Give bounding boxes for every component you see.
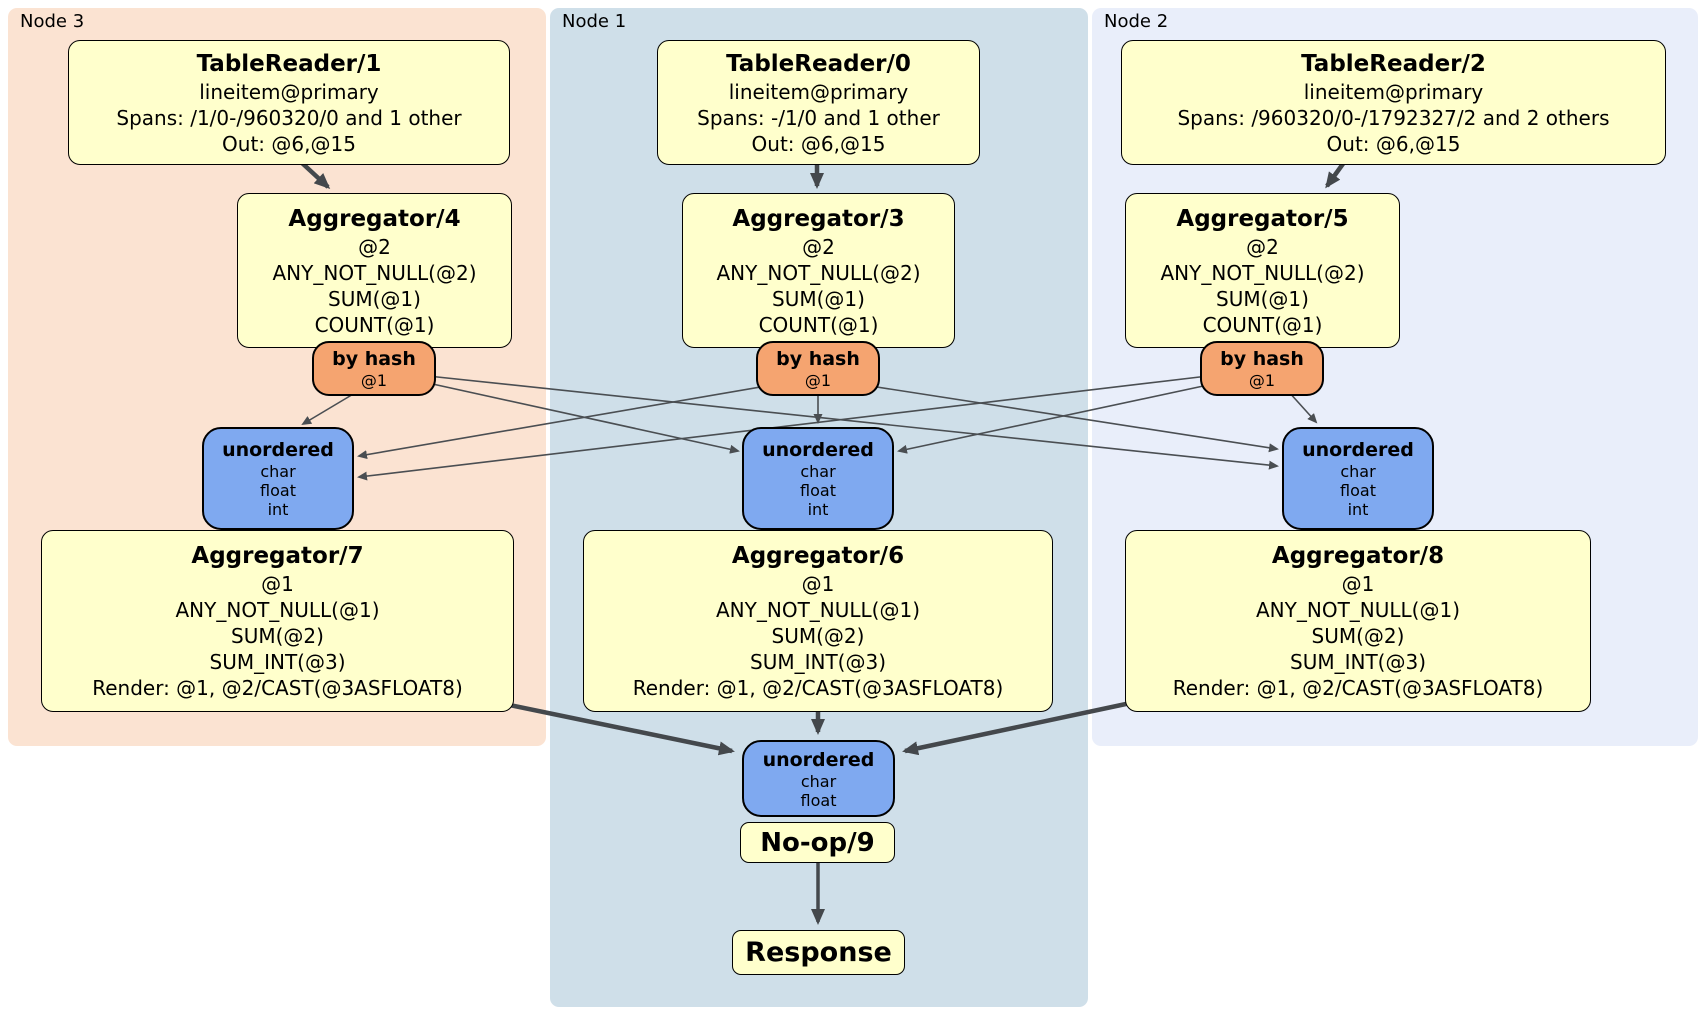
node2-label: Node 2 [1104, 11, 1169, 32]
box-tablereader-1: TableReader/1 lineitem@primary Spans: /1… [68, 40, 510, 165]
router-by-hash-node3: by hash @1 [312, 341, 436, 396]
sync-unordered-node1: unordered char float int [742, 427, 894, 530]
box-title: Aggregator/8 [1271, 543, 1445, 569]
box-title: Aggregator/3 [732, 205, 905, 232]
sync-unordered-node3: unordered char float int [202, 427, 354, 530]
box-tablereader-2: TableReader/2 lineitem@primary Spans: /9… [1121, 40, 1666, 165]
box-aggregator-3: Aggregator/3 @2 ANY_NOT_NULL(@2) SUM(@1)… [682, 193, 955, 348]
box-aggregator-5: Aggregator/5 @2 ANY_NOT_NULL(@2) SUM(@1)… [1125, 193, 1400, 348]
router-by-hash-node2: by hash @1 [1200, 341, 1324, 396]
box-aggregator-4: Aggregator/4 @2 ANY_NOT_NULL(@2) SUM(@1)… [237, 193, 512, 348]
node1-label: Node 1 [562, 11, 627, 32]
box-title: TableReader/2 [1301, 50, 1486, 77]
box-title: TableReader/1 [196, 50, 382, 77]
box-title: TableReader/0 [726, 50, 911, 77]
box-tablereader-0: TableReader/0 lineitem@primary Spans: -/… [657, 40, 980, 165]
box-title: Aggregator/4 [288, 205, 461, 232]
box-aggregator-8: Aggregator/8 @1 ANY_NOT_NULL(@1) SUM(@2)… [1125, 530, 1591, 712]
sync-unordered-node2: unordered char float int [1282, 427, 1434, 530]
node3-label: Node 3 [20, 11, 85, 32]
box-title: Aggregator/5 [1176, 205, 1349, 232]
box-aggregator-6: Aggregator/6 @1 ANY_NOT_NULL(@1) SUM(@2)… [583, 530, 1053, 712]
box-title: Aggregator/7 [191, 543, 364, 569]
box-noop-9: No-op/9 [740, 822, 895, 863]
box-title: Aggregator/6 [731, 543, 905, 569]
router-by-hash-node1: by hash @1 [756, 341, 880, 396]
box-response: Response [732, 930, 905, 975]
box-aggregator-7: Aggregator/7 @1 ANY_NOT_NULL(@1) SUM(@2)… [41, 530, 514, 712]
sync-unordered-final: unordered char float [742, 740, 895, 817]
